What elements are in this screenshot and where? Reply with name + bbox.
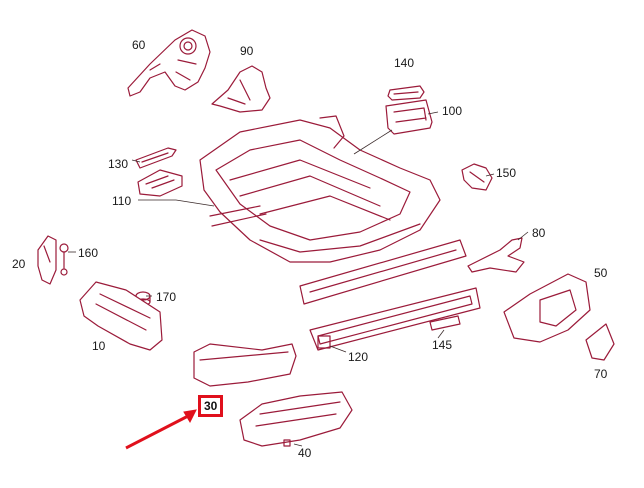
label-140: 140 bbox=[394, 56, 415, 70]
leader-120 bbox=[329, 345, 347, 353]
part-170-shape[interactable] bbox=[135, 291, 151, 306]
leader-100-frame bbox=[353, 129, 393, 155]
label-20: 20 bbox=[12, 257, 26, 271]
leader-100 bbox=[427, 111, 439, 115]
label-170: 170 bbox=[156, 290, 177, 304]
label-160: 160 bbox=[78, 246, 99, 260]
leader-40 bbox=[293, 443, 303, 447]
part-160-shape[interactable] bbox=[59, 243, 69, 276]
label-30-highlighted[interactable]: 30 bbox=[198, 395, 224, 417]
leader-110 bbox=[138, 199, 215, 207]
label-80: 80 bbox=[532, 226, 546, 240]
red-arrow-icon bbox=[125, 409, 197, 450]
label-10: 10 bbox=[92, 339, 106, 353]
part-40-shape[interactable] bbox=[239, 391, 353, 447]
part-145-shape[interactable] bbox=[429, 315, 461, 331]
part-20-shape[interactable] bbox=[37, 235, 57, 285]
leader-130 bbox=[131, 159, 141, 163]
label-70: 70 bbox=[594, 367, 608, 381]
part-120-rail-shape[interactable] bbox=[309, 287, 481, 351]
part-150-shape[interactable] bbox=[461, 163, 493, 191]
label-145: 145 bbox=[432, 338, 453, 352]
label-120: 120 bbox=[348, 350, 369, 364]
part-130-shape[interactable] bbox=[135, 147, 177, 169]
part-80-shape[interactable] bbox=[467, 237, 525, 273]
part-120-shape[interactable] bbox=[299, 239, 467, 305]
label-90: 90 bbox=[240, 44, 254, 58]
label-110: 110 bbox=[112, 194, 132, 208]
leader-150 bbox=[485, 173, 495, 177]
part-110-shape[interactable] bbox=[137, 169, 183, 197]
label-100: 100 bbox=[442, 104, 463, 118]
part-10-shape[interactable] bbox=[79, 281, 163, 351]
part-60-shape[interactable] bbox=[127, 29, 211, 97]
leader-80 bbox=[517, 231, 529, 241]
label-130: 130 bbox=[108, 157, 129, 171]
part-100-shape[interactable] bbox=[385, 99, 433, 135]
leader-145 bbox=[437, 329, 445, 339]
label-40: 40 bbox=[298, 446, 312, 460]
part-50-shape[interactable] bbox=[503, 273, 591, 343]
part-140-shape[interactable] bbox=[387, 85, 425, 101]
seat-frame bbox=[199, 115, 441, 263]
part-90-shape[interactable] bbox=[211, 65, 271, 113]
label-50: 50 bbox=[594, 266, 608, 280]
part-30-shape[interactable] bbox=[193, 343, 297, 387]
label-150: 150 bbox=[496, 166, 517, 180]
part-70-shape[interactable] bbox=[585, 323, 615, 361]
label-60: 60 bbox=[132, 38, 146, 52]
